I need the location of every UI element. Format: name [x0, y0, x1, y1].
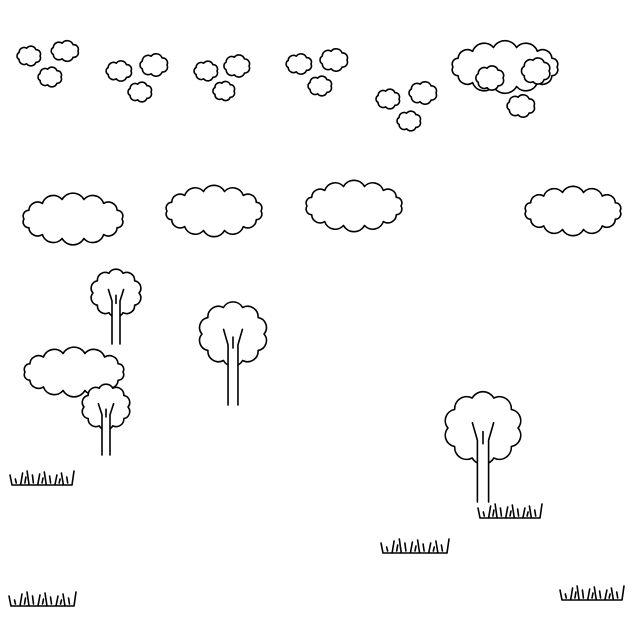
grass-tuft-icon [380, 538, 450, 554]
grass-layer [8, 470, 625, 607]
small-cloud-icon [396, 110, 422, 132]
small-cloud-icon [212, 80, 236, 102]
small-cloud-icon [127, 81, 153, 103]
cloud-layer [16, 39, 622, 398]
tree-icon [444, 390, 522, 503]
small-cloud-icon [319, 48, 349, 72]
small-cloud-icon [37, 66, 63, 88]
small-cloud-icon [307, 75, 333, 97]
tree-icon [81, 383, 131, 456]
large-cloud-icon [165, 184, 263, 238]
small-cloud-icon [16, 45, 42, 67]
grass-tuft-icon [559, 585, 625, 601]
large-cloud-icon [524, 185, 622, 237]
tree-icon [90, 268, 142, 345]
small-cloud-icon [105, 60, 133, 82]
grass-tuft-icon [8, 591, 77, 607]
large-cloud-icon [305, 179, 403, 233]
small-cloud-icon [475, 65, 505, 91]
tree-icon [198, 301, 268, 406]
grass-tuft-icon [9, 470, 75, 486]
small-cloud-icon [375, 88, 401, 110]
small-cloud-icon [408, 81, 438, 105]
grass-tuft-icon [477, 503, 543, 519]
tree-layer [81, 268, 522, 503]
small-cloud-icon [520, 57, 551, 85]
small-cloud-icon [506, 94, 536, 118]
large-cloud-icon [22, 192, 124, 246]
small-cloud-icon [139, 53, 169, 77]
small-cloud-icon [285, 53, 313, 75]
small-cloud-icon [223, 54, 251, 78]
small-cloud-icon [50, 39, 80, 63]
small-cloud-icon [193, 60, 219, 82]
